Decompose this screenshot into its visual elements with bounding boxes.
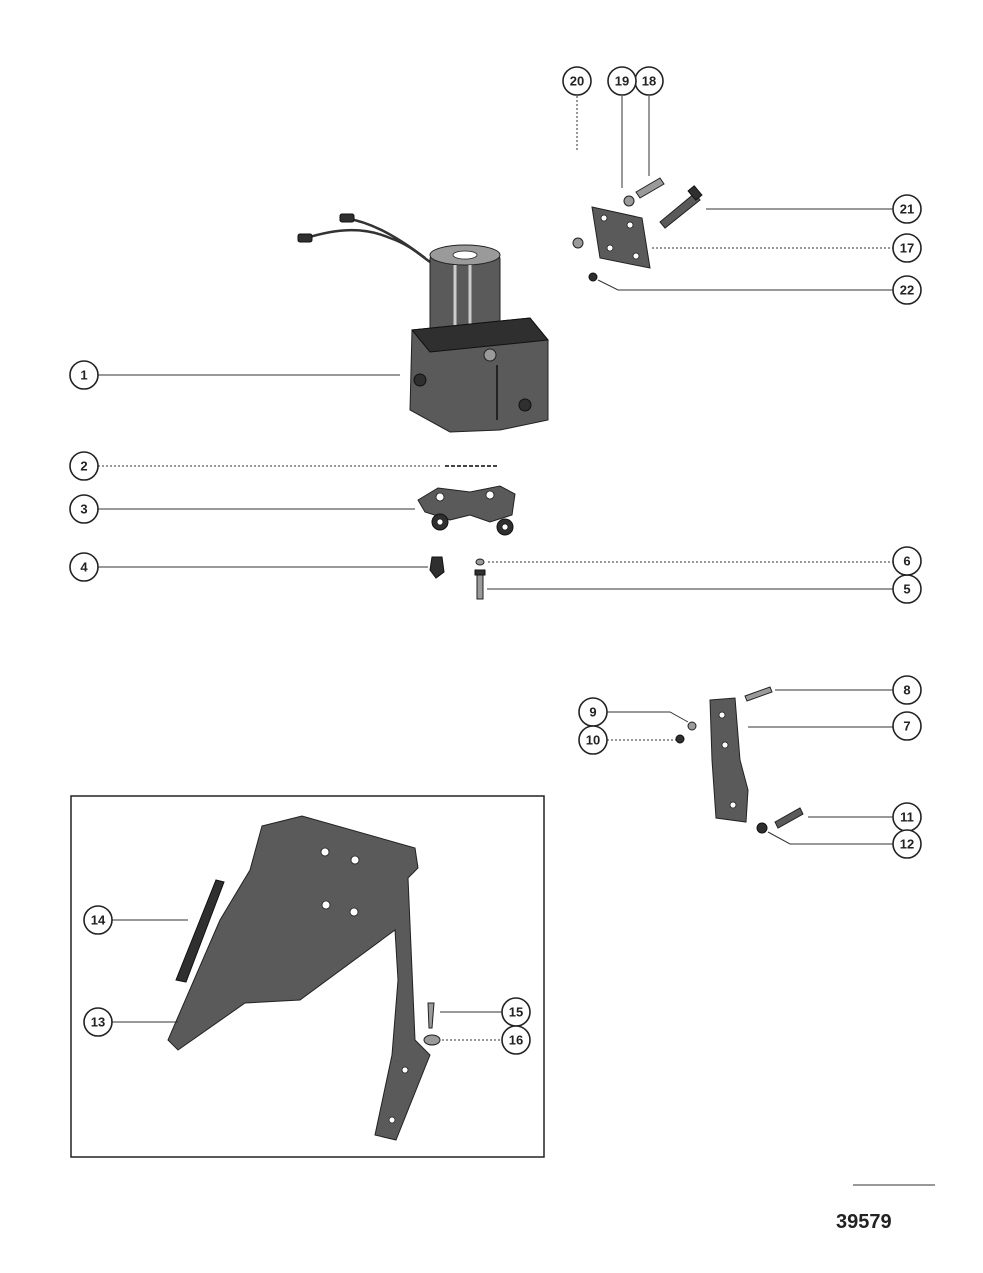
svg-text:12: 12 <box>900 837 914 852</box>
callout-9: 9 <box>578 697 608 727</box>
callout-22: 22 <box>892 275 922 305</box>
callout-12: 12 <box>892 829 922 859</box>
callout-4: 4 <box>69 552 99 582</box>
svg-text:21: 21 <box>900 202 914 217</box>
svg-text:9: 9 <box>589 705 596 720</box>
svg-text:8: 8 <box>903 683 910 698</box>
callout-20: 20 <box>562 66 592 96</box>
nut-part <box>429 556 445 579</box>
svg-text:22: 22 <box>900 283 914 298</box>
svg-text:5: 5 <box>903 582 910 597</box>
adapter-block <box>417 485 516 536</box>
lower-bracket-group <box>675 686 804 834</box>
svg-text:20: 20 <box>570 74 584 89</box>
callout-18: 18 <box>634 66 664 96</box>
callout-2: 2 <box>69 451 99 481</box>
svg-text:10: 10 <box>586 733 600 748</box>
upper-bracket-group <box>572 177 703 282</box>
callout-10: 10 <box>578 725 608 755</box>
washer-part <box>475 558 485 566</box>
screw-part <box>474 569 486 600</box>
callout-21: 21 <box>892 194 922 224</box>
mounting-plate <box>167 815 441 1141</box>
callout-7: 7 <box>892 711 922 741</box>
callout-11: 11 <box>892 802 922 832</box>
callout-5: 5 <box>892 574 922 604</box>
callout-15: 15 <box>501 997 531 1027</box>
callout-6: 6 <box>892 546 922 576</box>
callout-14: 14 <box>83 905 113 935</box>
svg-text:14: 14 <box>91 913 106 928</box>
svg-text:11: 11 <box>900 810 914 825</box>
figure-number: 39579 <box>836 1211 892 1233</box>
svg-text:2: 2 <box>80 459 87 474</box>
svg-text:18: 18 <box>642 74 656 89</box>
svg-text:15: 15 <box>509 1005 523 1020</box>
callout-13: 13 <box>83 1007 113 1037</box>
svg-text:17: 17 <box>900 241 914 256</box>
svg-text:4: 4 <box>80 560 88 575</box>
svg-text:3: 3 <box>80 502 87 517</box>
pump-motor-assembly <box>297 213 549 433</box>
callout-8: 8 <box>892 675 922 705</box>
leader-lines <box>98 96 935 1186</box>
callout-3: 3 <box>69 494 99 524</box>
callout-1: 1 <box>69 360 99 390</box>
svg-text:13: 13 <box>91 1015 105 1030</box>
svg-text:7: 7 <box>903 719 910 734</box>
callout-16: 16 <box>501 1025 531 1055</box>
svg-text:19: 19 <box>615 74 629 89</box>
callout-17: 17 <box>892 233 922 263</box>
svg-text:1: 1 <box>80 368 87 383</box>
inset-frame <box>70 795 545 1158</box>
callout-19: 19 <box>607 66 637 96</box>
svg-text:6: 6 <box>903 554 910 569</box>
svg-text:16: 16 <box>509 1033 523 1048</box>
